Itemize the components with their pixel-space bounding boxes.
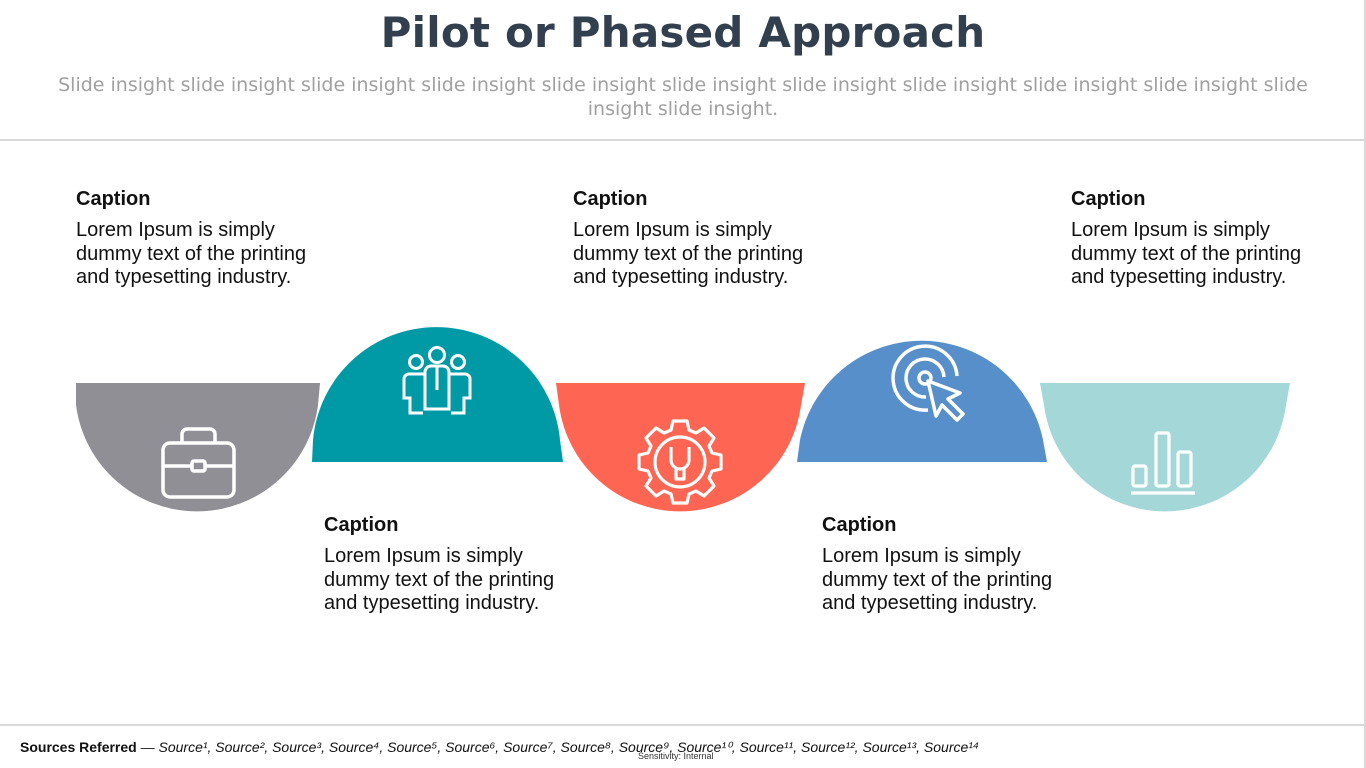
caption-body: Lorem Ipsum is simply dummy text of the … [573, 219, 804, 289]
sources-list: — Source¹, Source², Source³, Source⁴, So… [140, 739, 979, 755]
phase-shape-2 [312, 327, 563, 462]
caption-heading: Caption [573, 188, 648, 210]
sources-line: Sources Referred — Source¹, Source², Sou… [20, 739, 979, 756]
step-text-4: Caption Lorem Ipsum is simply dummy text… [822, 513, 1062, 616]
caption-heading: Caption [324, 514, 399, 536]
caption-body: Lorem Ipsum is simply dummy text of the … [1071, 219, 1302, 289]
phase-shape-1 [76, 383, 320, 512]
header-divider [0, 139, 1366, 141]
caption-body: Lorem Ipsum is simply dummy text of the … [324, 545, 555, 615]
caption-body: Lorem Ipsum is simply dummy text of the … [822, 545, 1053, 615]
phase-shape-4 [797, 340, 1047, 462]
step-text-1: Caption Lorem Ipsum is simply dummy text… [76, 187, 316, 290]
page-subtitle: Slide insight slide insight slide insigh… [58, 74, 1308, 120]
caption-heading: Caption [822, 514, 897, 536]
slide-edge [1364, 0, 1366, 768]
gear-wrench-icon [637, 419, 723, 505]
team-icon [402, 346, 472, 415]
briefcase-icon [161, 427, 236, 499]
target-cursor-icon [891, 344, 965, 422]
phase-shape-3 [556, 383, 805, 512]
step-text-5: Caption Lorem Ipsum is simply dummy text… [1071, 187, 1311, 290]
footer-divider [0, 724, 1366, 726]
bar-chart-icon [1131, 431, 1195, 495]
step-text-2: Caption Lorem Ipsum is simply dummy text… [324, 513, 564, 616]
caption-heading: Caption [76, 188, 151, 210]
caption-heading: Caption [1071, 188, 1146, 210]
sensitivity-label: Sensitivity: Internal [638, 751, 714, 761]
page-title: Pilot or Phased Approach [380, 8, 986, 57]
caption-body: Lorem Ipsum is simply dummy text of the … [76, 219, 307, 289]
phase-shape-5 [1040, 383, 1290, 512]
step-text-3: Caption Lorem Ipsum is simply dummy text… [573, 187, 813, 290]
sources-label: Sources Referred [20, 739, 137, 755]
